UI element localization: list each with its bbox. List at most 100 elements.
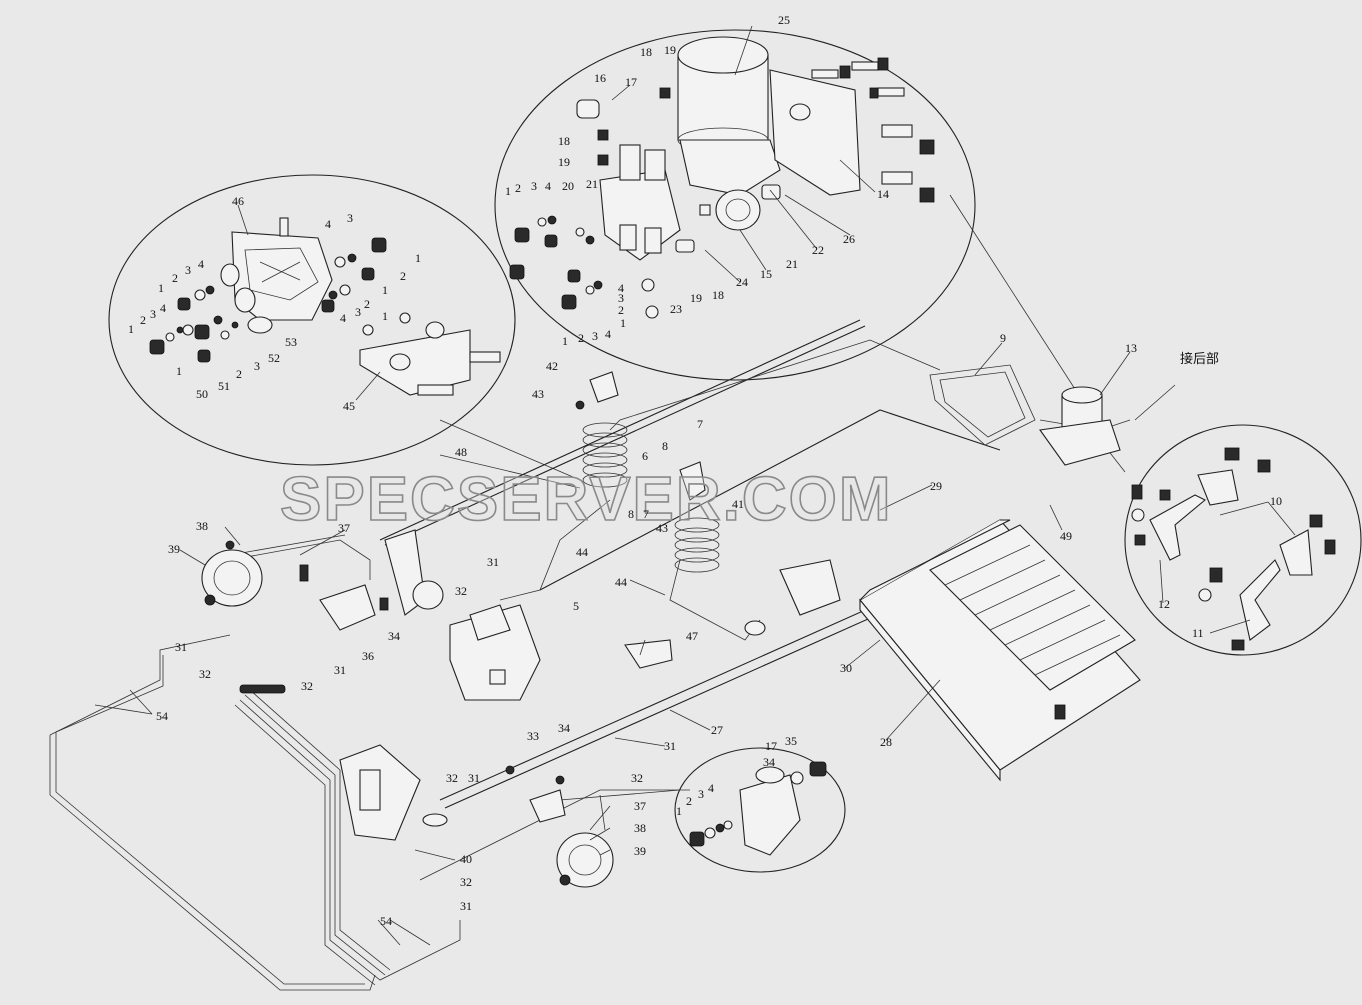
air-dryer-assembly <box>677 36 861 231</box>
fitting-row <box>149 237 387 363</box>
callout-4: 4 <box>325 217 331 231</box>
battery-box-30 <box>859 519 1141 782</box>
callout-24: 24 <box>736 275 748 289</box>
callout-21: 21 <box>786 257 798 271</box>
callout-3: 3 <box>347 211 353 225</box>
callout-labels: 25 18 19 16 17 18 19 21 1 2 3 4 20 14 26… <box>128 13 1282 928</box>
callout-43: 43 <box>656 521 668 535</box>
callout-1: 1 <box>415 251 421 265</box>
callout-32: 32 <box>199 667 211 681</box>
callout-34: 34 <box>388 629 400 643</box>
callout-31: 31 <box>487 555 499 569</box>
leader-lines <box>94 25 1296 946</box>
callout-2: 2 <box>618 303 624 317</box>
valve-42 <box>575 371 619 410</box>
callout-7: 7 <box>643 507 649 521</box>
callout-38: 38 <box>634 821 646 835</box>
callout-3: 3 <box>185 263 191 277</box>
callout-49: 49 <box>1060 529 1072 543</box>
callout-2: 2 <box>236 367 242 381</box>
callout-37: 37 <box>634 799 646 813</box>
callout-32: 32 <box>301 679 313 693</box>
callout-9: 9 <box>1000 331 1006 345</box>
detail-leader <box>949 194 1083 401</box>
callout-4: 4 <box>160 301 166 315</box>
callout-18: 18 <box>712 288 724 302</box>
valve-41 <box>679 461 706 501</box>
callout-11: 11 <box>1192 626 1204 640</box>
brake-chamber-39b <box>556 832 614 888</box>
callout-32: 32 <box>631 771 643 785</box>
callout-1: 1 <box>176 364 182 378</box>
callout-4: 4 <box>605 327 611 341</box>
relay-valve-assembly <box>220 217 333 334</box>
callout-2: 2 <box>140 313 146 327</box>
callout-25: 25 <box>778 13 790 27</box>
valve-block-36 <box>299 564 389 631</box>
callout-7: 7 <box>697 417 703 431</box>
callout-3: 3 <box>254 359 260 373</box>
callout-13: 13 <box>1125 341 1137 355</box>
callout-18: 18 <box>558 134 570 148</box>
callout-2: 2 <box>686 794 692 808</box>
callout-30: 30 <box>840 661 852 675</box>
callout-15: 15 <box>760 267 772 281</box>
callout-26: 26 <box>843 232 855 246</box>
detail-leader <box>439 419 581 481</box>
callout-17: 17 <box>765 739 777 753</box>
callout-1: 1 <box>562 334 568 348</box>
frame-rails <box>379 319 1001 809</box>
callout-31: 31 <box>334 663 346 677</box>
detail-circle-quick-release <box>674 747 846 873</box>
callout-34: 34 <box>558 721 570 735</box>
detail-leader <box>559 789 681 801</box>
callout-1: 1 <box>620 316 626 330</box>
callout-38: 38 <box>196 519 208 533</box>
dryer-bolts <box>811 57 935 203</box>
callout-46: 46 <box>232 194 244 208</box>
callout-4: 4 <box>340 311 346 325</box>
callout-32: 32 <box>446 771 458 785</box>
coil-hose-upper <box>582 422 628 488</box>
callout-1: 1 <box>128 322 134 336</box>
callout-19: 19 <box>558 155 570 169</box>
callout-39: 39 <box>634 844 646 858</box>
callout-3: 3 <box>618 291 624 305</box>
callout-3: 3 <box>698 787 704 801</box>
brake-chamber-39 <box>201 540 263 607</box>
harness-54 <box>239 684 286 694</box>
callout-8: 8 <box>628 507 634 521</box>
callout-1: 1 <box>676 804 682 818</box>
quick-release-valve-assembly <box>689 761 827 856</box>
bracket-47 <box>624 639 673 669</box>
protection-valve-assembly <box>599 144 681 261</box>
callout-3: 3 <box>592 329 598 343</box>
callout-31: 31 <box>664 739 676 753</box>
callout-6: 6 <box>642 449 648 463</box>
callout-18: 18 <box>640 45 652 59</box>
air-lines <box>49 339 1176 991</box>
callout-19: 19 <box>664 43 676 57</box>
callout-4: 4 <box>708 781 714 795</box>
hose-loop-9 <box>929 364 1036 446</box>
callout-2: 2 <box>172 271 178 285</box>
callout-12: 12 <box>1158 597 1170 611</box>
air-dryer-13 <box>1039 386 1121 466</box>
bracket-assembly <box>1131 447 1336 651</box>
callout-3: 3 <box>355 305 361 319</box>
callout-2: 2 <box>578 331 584 345</box>
coil-hose-lower <box>674 517 720 573</box>
valve-31-cluster <box>744 559 841 636</box>
callout-10: 10 <box>1270 494 1282 508</box>
callout-8: 8 <box>662 439 668 453</box>
callout-27: 27 <box>711 723 723 737</box>
detail-circle-relay-valve <box>108 174 516 466</box>
rear-connection-note: 接后部 <box>1180 351 1219 367</box>
callout-23: 23 <box>670 302 682 316</box>
callout-29: 29 <box>930 479 942 493</box>
watermark: SPECSERVER.COM <box>280 465 893 534</box>
callout-17: 17 <box>625 75 637 89</box>
callout-42: 42 <box>546 359 558 373</box>
